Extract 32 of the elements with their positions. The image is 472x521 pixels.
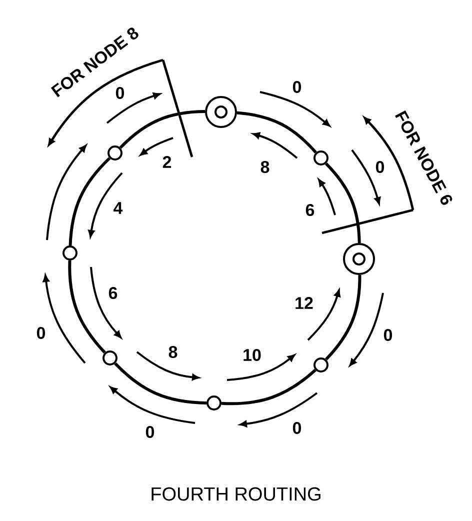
node-circle — [102, 350, 118, 366]
flow-label: 8 — [168, 346, 178, 358]
ring-line — [236, 111, 317, 154]
node-circle — [314, 358, 328, 372]
ring-line — [68, 157, 111, 246]
flow-label: 0 — [292, 422, 302, 434]
ring-line — [68, 260, 106, 354]
node-circle — [314, 150, 328, 166]
caption: FOURTH ROUTING — [152, 487, 320, 501]
flow-label: 8 — [260, 160, 270, 174]
flow-label: 0 — [36, 326, 46, 340]
station-circle — [205, 96, 237, 128]
ring-line — [114, 362, 207, 404]
flow-label: 2 — [162, 156, 172, 168]
node-circle — [108, 146, 122, 160]
flow-label: 4 — [114, 202, 123, 214]
ring-line — [221, 368, 316, 406]
flow-label: 6 — [108, 286, 118, 300]
node-circle — [62, 246, 78, 260]
ring-line — [324, 162, 361, 244]
ring-line — [324, 274, 362, 360]
flow-label: 0 — [376, 160, 384, 174]
flow-label: 12 — [296, 297, 313, 309]
flow-label: 0 — [146, 426, 154, 438]
station-circle — [343, 243, 375, 275]
flow-label: 10 — [244, 348, 261, 362]
flow-label: 0 — [116, 86, 124, 100]
flow-label: 6 — [306, 204, 314, 216]
ring-line — [119, 110, 206, 149]
flow-label: 0 — [384, 328, 392, 342]
flow-label: 0 — [292, 80, 302, 94]
node-circle — [206, 396, 222, 410]
